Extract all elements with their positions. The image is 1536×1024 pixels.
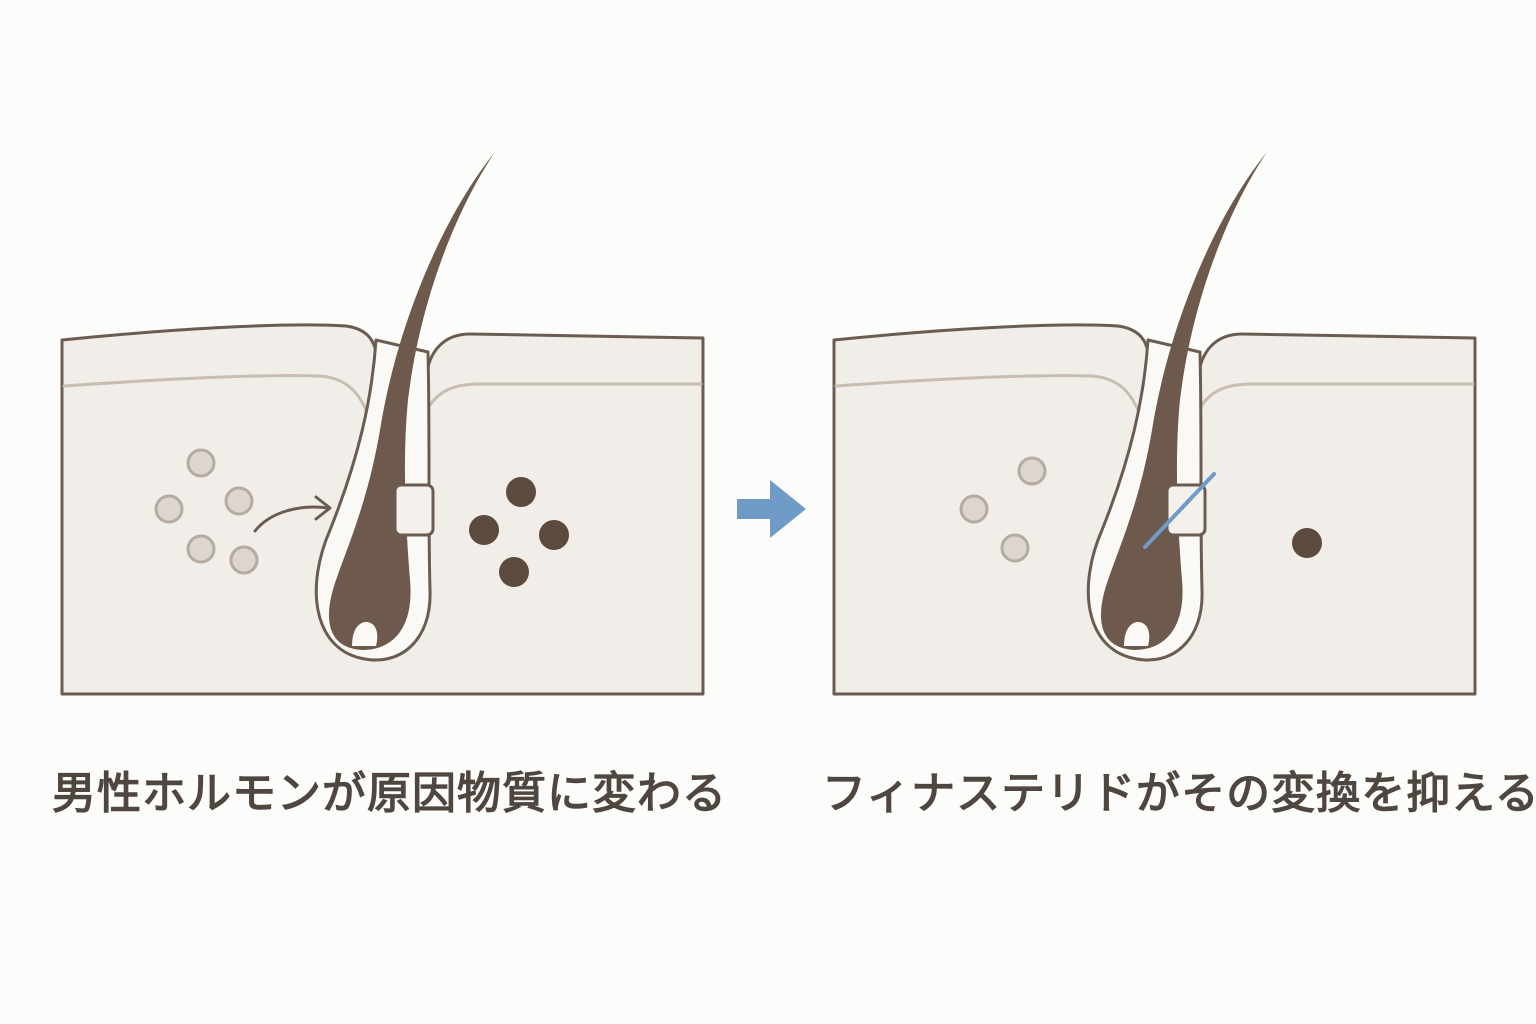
hormone-molecule (1017, 456, 1047, 486)
converted-molecule (499, 557, 529, 587)
hormone-molecule (229, 545, 259, 575)
left-skin-section (60, 150, 705, 696)
right-skin-section (832, 150, 1477, 696)
hormone-molecule (154, 494, 184, 524)
left-caption: 男性ホルモンが原因物質に変わる (52, 768, 727, 819)
right-hormone-molecules (959, 456, 1047, 563)
left-hormone-molecules (154, 448, 259, 575)
converted-molecule (506, 477, 536, 507)
hormone-molecule (186, 534, 216, 564)
left-panel (60, 150, 705, 696)
hormone-molecule (959, 494, 989, 524)
hormone-molecule (224, 486, 254, 516)
inhibitor-line (1143, 472, 1216, 549)
converted-molecule (1292, 528, 1322, 558)
right-arrow-icon (737, 480, 806, 538)
conversion-arrow (253, 495, 332, 533)
converted-molecule (469, 515, 499, 545)
converted-molecule (539, 520, 569, 550)
hormone-molecule (1000, 533, 1030, 563)
left-converted-molecules (469, 477, 569, 587)
right-panel (832, 150, 1477, 696)
scalp-diagram (60, 150, 1477, 696)
right-caption: フィナステリドがその変換を抑える (822, 768, 1536, 819)
hormone-molecule (186, 448, 216, 478)
